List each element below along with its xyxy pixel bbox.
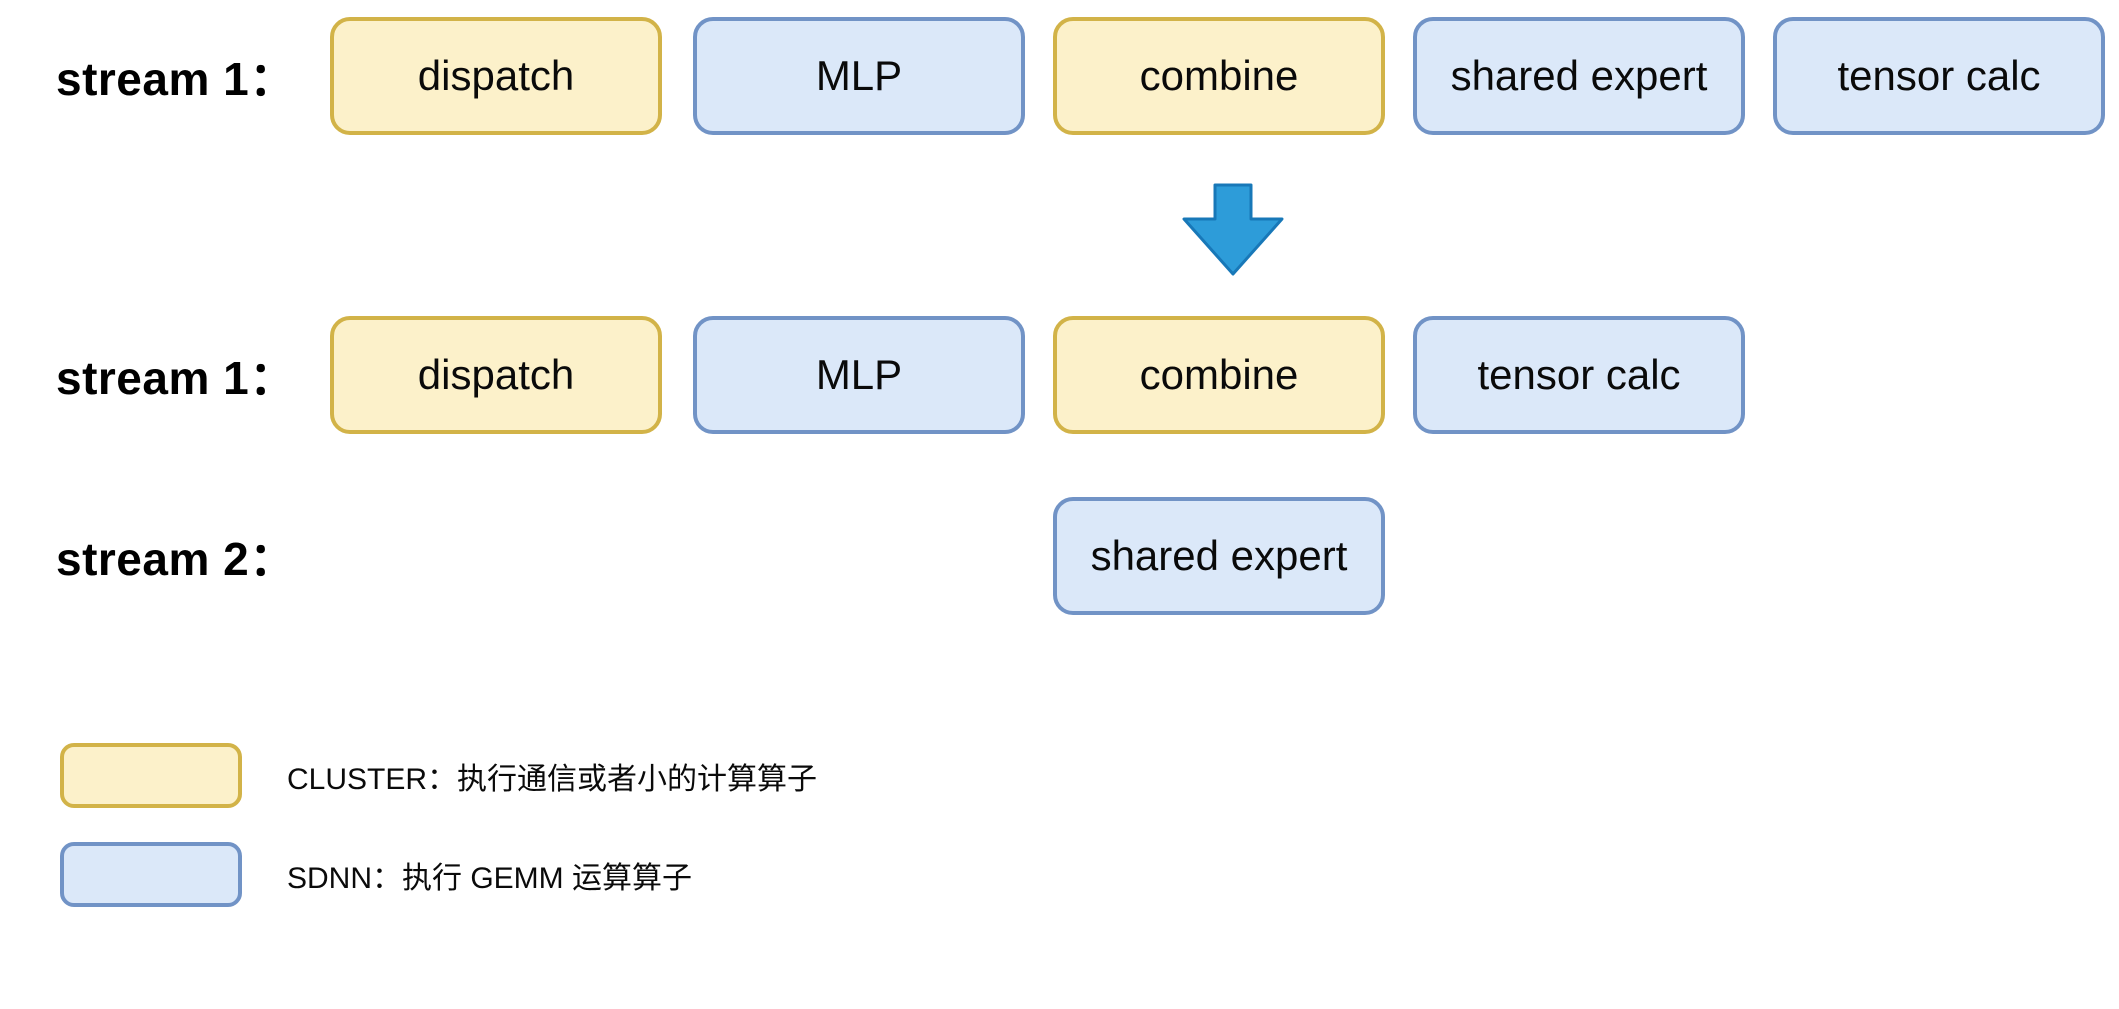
legend-swatch-cluster bbox=[60, 743, 242, 808]
stream-2-label: stream 2： bbox=[56, 533, 296, 585]
stream-1-label-top: stream 1： bbox=[56, 53, 296, 105]
op-box-shared-expert: shared expert bbox=[1413, 17, 1745, 135]
down-arrow-icon bbox=[1181, 183, 1285, 277]
op-box-combine: combine bbox=[1053, 316, 1385, 434]
op-box-shared-expert: shared expert bbox=[1053, 497, 1385, 615]
stream-1-label-bottom: stream 1： bbox=[56, 352, 296, 404]
op-box-dispatch: dispatch bbox=[330, 17, 662, 135]
legend-label-sdnn: SDNN：执行 GEMM 运算算子 bbox=[287, 861, 692, 895]
op-box-tensor-calc: tensor calc bbox=[1773, 17, 2105, 135]
legend-label-cluster: CLUSTER：执行通信或者小的计算算子 bbox=[287, 762, 818, 796]
op-box-mlp: MLP bbox=[693, 17, 1025, 135]
legend-swatch-sdnn bbox=[60, 842, 242, 907]
op-box-dispatch: dispatch bbox=[330, 316, 662, 434]
op-box-mlp: MLP bbox=[693, 316, 1025, 434]
op-box-tensor-calc: tensor calc bbox=[1413, 316, 1745, 434]
op-box-combine: combine bbox=[1053, 17, 1385, 135]
